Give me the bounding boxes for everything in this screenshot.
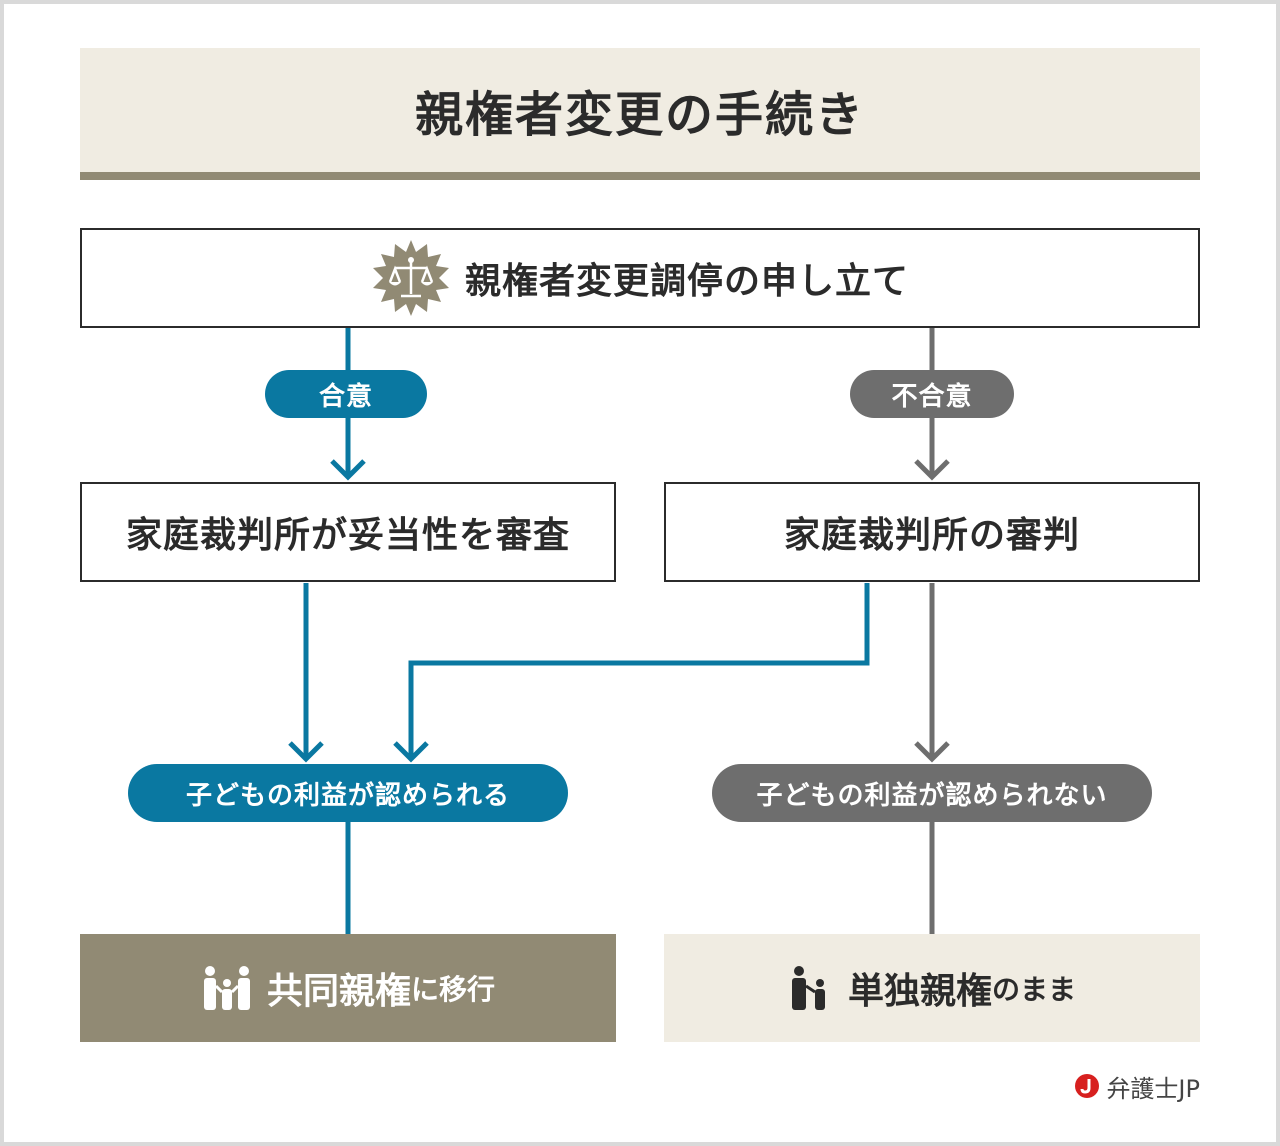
disagree-pill: 不合意 — [850, 370, 1014, 418]
arrow-leftbox-to-recognized — [288, 741, 324, 763]
family-icon — [201, 964, 253, 1012]
brand-logo: 弁護士JP — [1060, 1068, 1200, 1104]
disagree-label: 不合意 — [891, 381, 973, 412]
not-recognized-label: 子どもの利益が認められない — [756, 780, 1108, 811]
line-rightbox-to-recognized — [408, 583, 870, 760]
review-label: 家庭裁判所が妥当性を審査 — [125, 515, 570, 556]
arrow-to-leftbox — [330, 459, 366, 481]
page-title: 親権者変更の手続き — [80, 48, 1200, 172]
review-box: 家庭裁判所が妥当性を審査 — [80, 482, 616, 582]
arrow-rightbox-to-notrecognized — [914, 741, 950, 763]
judgment-box: 家庭裁判所の審判 — [664, 482, 1200, 582]
title-underline — [80, 172, 1200, 180]
judgment-label: 家庭裁判所の審判 — [783, 515, 1080, 556]
sole-custody-main: 単独親権 — [847, 971, 992, 1012]
not-recognized-pill: 子どもの利益が認められない — [712, 764, 1152, 822]
recognized-pill: 子どもの利益が認められる — [128, 764, 568, 822]
start-label: 親権者変更調停の申し立て — [464, 261, 909, 302]
start-box: 親権者変更調停の申し立て — [80, 228, 1200, 328]
page-title-text: 親権者変更の手続き — [414, 87, 865, 143]
agree-pill: 合意 — [265, 370, 427, 418]
joint-custody-result: 共同親権 に移行 — [80, 934, 616, 1042]
joint-custody-suffix: に移行 — [411, 973, 496, 1006]
bengoshi-jp-logo-icon — [1074, 1073, 1100, 1099]
arrow-rightbox-to-recognized — [393, 741, 429, 763]
sole-custody-suffix: のまま — [992, 973, 1077, 1006]
recognized-label: 子どもの利益が認められる — [185, 780, 510, 811]
brand-text: 弁護士JP — [1106, 1074, 1200, 1103]
sole-custody-result: 単独親権 のまま — [664, 934, 1200, 1042]
joint-custody-main: 共同親権 — [266, 971, 411, 1012]
agree-label: 合意 — [318, 381, 373, 412]
parent-child-icon — [788, 964, 830, 1012]
scales-badge-icon — [371, 238, 451, 318]
arrow-to-rightbox — [914, 459, 950, 481]
